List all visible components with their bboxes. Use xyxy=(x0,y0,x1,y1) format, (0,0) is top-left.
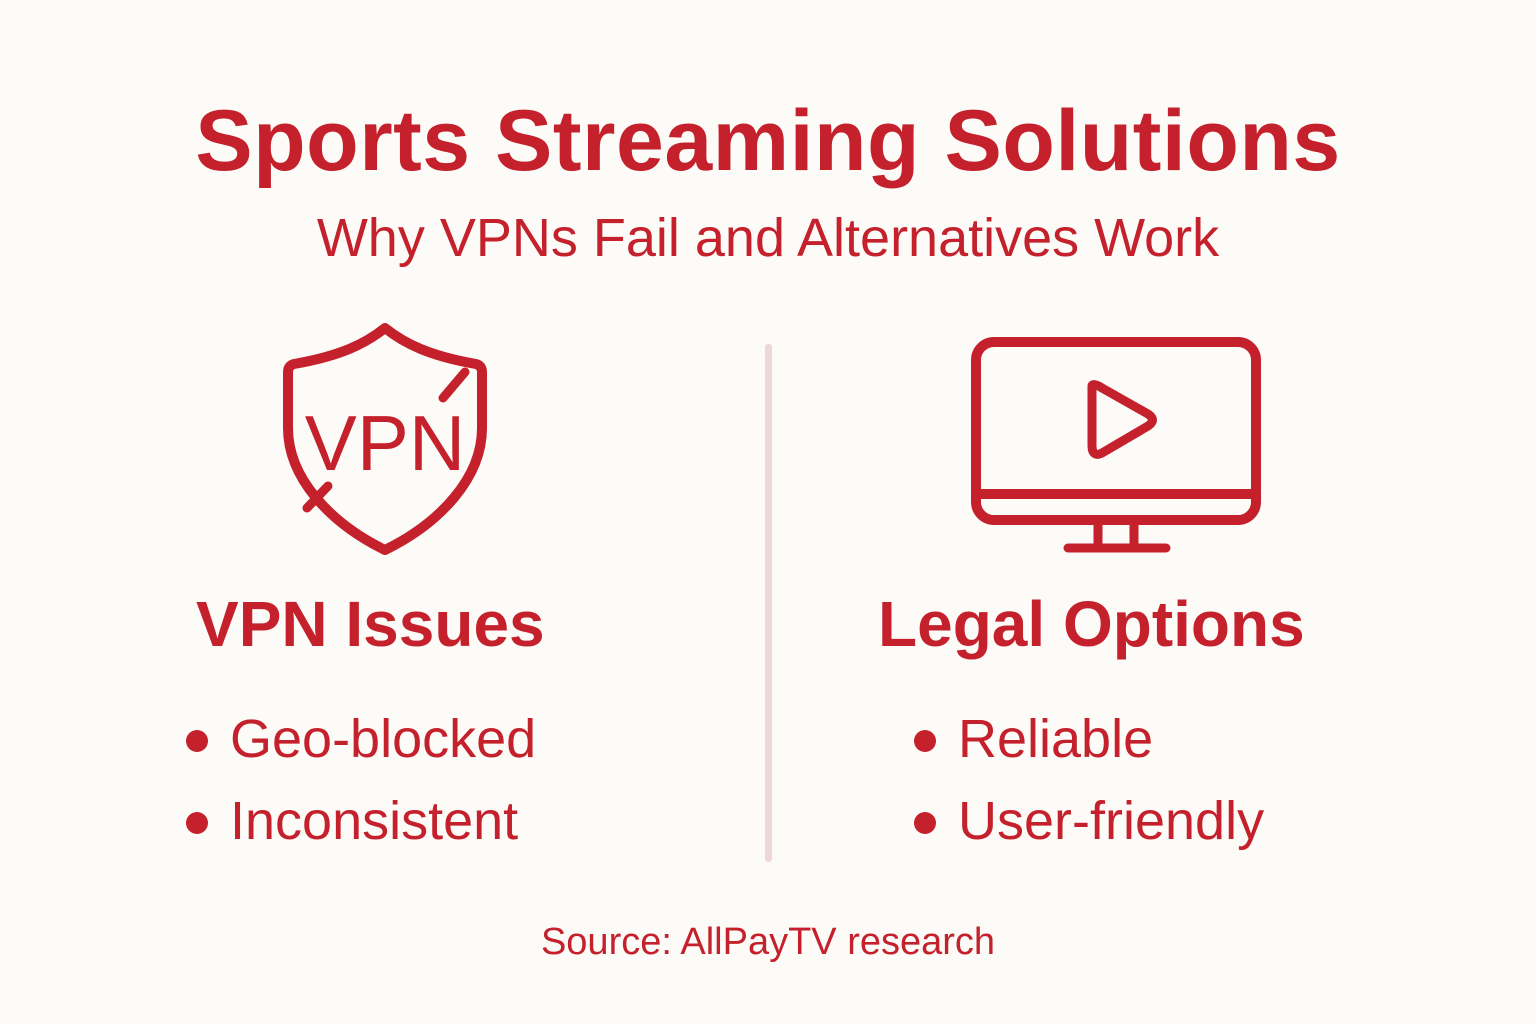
list-item: Inconsistent xyxy=(178,780,536,862)
monitor-play-icon xyxy=(968,334,1264,556)
vpn-shield-label: VPN xyxy=(305,399,465,487)
legal-options-heading: Legal Options xyxy=(878,588,1305,660)
bullet-icon xyxy=(186,812,208,834)
source-caption: Source: AllPayTV research xyxy=(540,921,996,963)
list-item: Geo-blocked xyxy=(178,698,536,780)
bullet-icon xyxy=(914,730,936,752)
legal-options-list: Reliable User-friendly xyxy=(906,698,1264,862)
vpn-shield-icon: VPN xyxy=(280,318,490,558)
vpn-issues-list: Geo-blocked Inconsistent xyxy=(178,698,536,862)
column-divider xyxy=(765,344,772,862)
page-title: Sports Streaming Solutions xyxy=(195,93,1341,189)
bullet-icon xyxy=(914,812,936,834)
list-item: Reliable xyxy=(906,698,1264,780)
list-item: User-friendly xyxy=(906,780,1264,862)
vpn-issues-heading: VPN Issues xyxy=(196,588,545,660)
bullet-icon xyxy=(186,730,208,752)
page-subtitle: Why VPNs Fail and Alternatives Work xyxy=(316,208,1220,268)
